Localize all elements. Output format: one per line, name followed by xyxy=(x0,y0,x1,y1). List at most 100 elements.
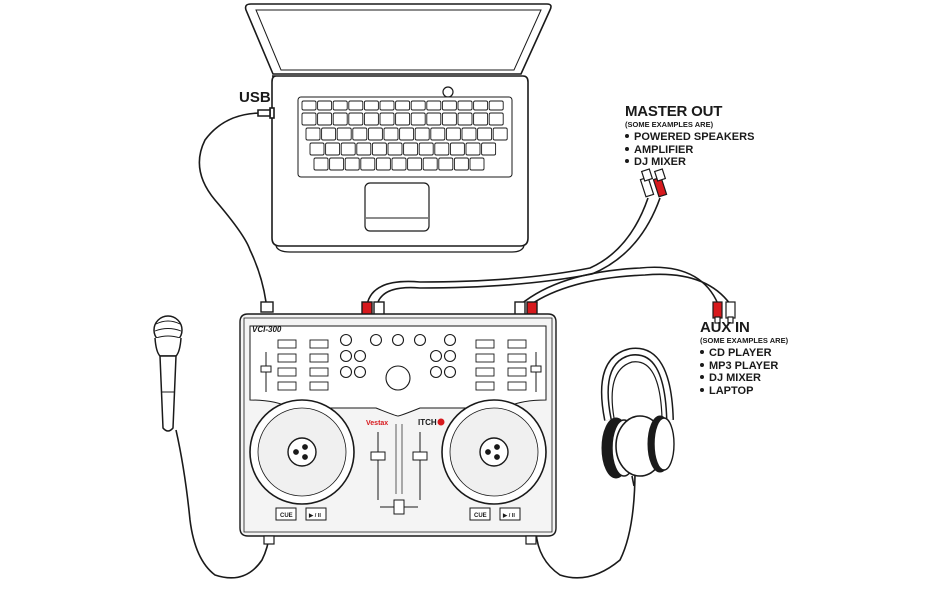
keyboard-key xyxy=(317,112,333,126)
master-out-rca-plugs xyxy=(639,168,668,198)
keyboard-key xyxy=(395,112,411,126)
play-button-left[interactable]: ▶ / II xyxy=(308,512,321,519)
logo-dot xyxy=(437,418,445,426)
controller-knob[interactable] xyxy=(429,365,443,379)
aux-in-item: MP3 PLAYER xyxy=(700,360,788,373)
controller-pad[interactable] xyxy=(309,353,329,363)
controller-knob[interactable] xyxy=(353,349,367,363)
headphone-cable xyxy=(535,469,636,579)
keyboard-key xyxy=(391,157,407,171)
keyboard-key xyxy=(348,100,364,111)
keyboard-key xyxy=(395,100,411,111)
controller-pad[interactable] xyxy=(475,367,495,377)
controller-pad[interactable] xyxy=(475,381,495,391)
master-out-title: MASTER OUT xyxy=(625,103,723,120)
keyboard-key xyxy=(445,127,461,141)
microphone xyxy=(153,315,183,432)
keyboard-key xyxy=(379,100,395,111)
controller-pad[interactable] xyxy=(507,381,527,391)
usb-connector xyxy=(260,301,274,313)
keyboard-key xyxy=(441,100,457,111)
controller-pad[interactable] xyxy=(475,353,495,363)
play-button-right[interactable]: ▶ / II xyxy=(502,512,515,519)
master-out-item: AMPLIFIER xyxy=(625,144,754,157)
controller-pad[interactable] xyxy=(475,339,495,349)
controller-pad[interactable] xyxy=(507,353,527,363)
controller-knob[interactable] xyxy=(339,365,353,379)
keyboard-key xyxy=(332,100,348,111)
keyboard-key xyxy=(325,142,341,156)
keyboard-key xyxy=(344,157,360,171)
keyboard-key xyxy=(488,112,504,126)
keyboard-key xyxy=(457,100,473,111)
laptop-screen xyxy=(255,9,542,71)
keyboard-key xyxy=(379,112,395,126)
keyboard-key xyxy=(410,100,426,111)
controller-pad[interactable] xyxy=(309,367,329,377)
controller-pad[interactable] xyxy=(277,339,297,349)
controller-knob[interactable] xyxy=(413,333,427,347)
aux-in-item: DJ MIXER xyxy=(700,372,788,385)
controller-pad[interactable] xyxy=(277,381,297,391)
keyboard-key xyxy=(313,157,329,171)
master-out-subtitle: (SOME EXAMPLES ARE) xyxy=(625,119,714,129)
cables xyxy=(175,109,731,579)
controller-pad[interactable] xyxy=(309,339,329,349)
controller-pad[interactable] xyxy=(277,367,297,377)
aux-in-subtitle: (SOME EXAMPLES ARE) xyxy=(700,335,789,345)
usb-cable xyxy=(198,112,270,303)
keyboard-key xyxy=(418,142,434,156)
aux-in-label-block: AUX IN (SOME EXAMPLES ARE) CD PLAYER MP3… xyxy=(700,320,789,398)
controller-knob[interactable] xyxy=(339,349,353,363)
keyboard-keys xyxy=(301,100,508,171)
controller-pad[interactable] xyxy=(507,339,527,349)
keyboard-key xyxy=(321,127,337,141)
keyboard-key xyxy=(422,157,438,171)
channel-faders xyxy=(260,352,542,515)
keyboard-key xyxy=(488,100,504,111)
keyboard-key xyxy=(332,112,348,126)
controller-knob[interactable] xyxy=(369,333,383,347)
keyboard-key xyxy=(336,127,352,141)
controller-knob[interactable] xyxy=(443,349,457,363)
controller-knob[interactable] xyxy=(443,333,457,347)
cue-button-right[interactable]: CUE xyxy=(474,513,487,519)
browse-knob[interactable] xyxy=(385,365,411,391)
controller-knob[interactable] xyxy=(353,365,367,379)
laptop-power-button xyxy=(442,86,454,98)
controller-pad[interactable] xyxy=(277,353,297,363)
controller-knob[interactable] xyxy=(429,349,443,363)
keyboard-key xyxy=(317,100,333,111)
controller-model: VCI-300 xyxy=(252,325,282,334)
controller-knob[interactable] xyxy=(443,365,457,379)
cue-button-left[interactable]: CUE xyxy=(280,513,293,519)
controller-knob[interactable] xyxy=(391,333,405,347)
controller-pad[interactable] xyxy=(309,381,329,391)
keyboard-key xyxy=(481,142,497,156)
keyboard-key xyxy=(457,112,473,126)
master-out-cable-right xyxy=(376,197,661,306)
keyboard-key xyxy=(348,112,364,126)
aux-in-item: LAPTOP xyxy=(700,385,788,398)
keyboard-key xyxy=(414,127,430,141)
controller-buttons xyxy=(277,339,527,391)
master-out-item: DJ MIXER xyxy=(625,156,754,169)
keyboard-key xyxy=(492,127,508,141)
keyboard-key xyxy=(469,157,485,171)
crossfader xyxy=(393,499,405,515)
keyboard-key xyxy=(309,142,325,156)
controller-knobs xyxy=(339,333,457,391)
keyboard-key xyxy=(301,112,317,126)
controller-pad[interactable] xyxy=(507,367,527,377)
keyboard-key xyxy=(430,127,446,141)
keyboard-key xyxy=(473,100,489,111)
dj-controller xyxy=(239,301,557,545)
keyboard-key xyxy=(453,157,469,171)
controller-knob[interactable] xyxy=(339,333,353,347)
keyboard-key xyxy=(356,142,372,156)
keyboard-key xyxy=(434,142,450,156)
keyboard-key xyxy=(383,127,399,141)
keyboard-key xyxy=(465,142,481,156)
